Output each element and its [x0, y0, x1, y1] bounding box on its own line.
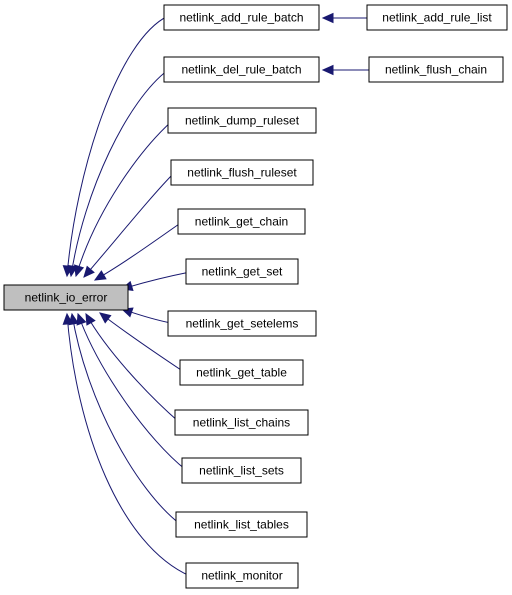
node-get-setelems[interactable]: netlink_get_setelems [167, 310, 317, 337]
node-label: netlink_get_table [196, 366, 287, 380]
node-box [185, 258, 299, 285]
node-label: netlink_add_rule_batch [179, 11, 303, 25]
edge-line [71, 313, 181, 525]
node-list-tables[interactable]: netlink_list_tables [175, 511, 308, 538]
node-label: netlink_del_rule_batch [181, 63, 301, 77]
edge-get_set-to-io_error [120, 271, 191, 291]
edge-line [66, 313, 191, 577]
node-list-sets[interactable]: netlink_list_sets [181, 457, 302, 484]
edge-line [75, 120, 173, 277]
edge-get_table-to-io_error [99, 312, 185, 373]
node-io-error[interactable]: netlink_io_error [3, 284, 129, 311]
node-get-set[interactable]: netlink_get_set [185, 258, 299, 285]
node-label: netlink_monitor [201, 569, 282, 583]
node-monitor[interactable]: netlink_monitor [185, 562, 299, 589]
node-list-chains[interactable]: netlink_list_chains [174, 409, 309, 436]
node-label: netlink_flush_chain [385, 63, 487, 77]
edge-monitor-to-io_error [62, 312, 191, 577]
arrowhead [76, 312, 87, 326]
node-label: netlink_get_setelems [186, 317, 299, 331]
arrowhead [85, 312, 96, 326]
node-box [170, 159, 314, 186]
arrowhead [73, 264, 85, 278]
node-flush-ruleset[interactable]: netlink_flush_ruleset [170, 159, 314, 186]
node-get-chain[interactable]: netlink_get_chain [177, 208, 306, 235]
node-box [167, 107, 317, 134]
edge-list_sets-to-io_error [76, 312, 187, 471]
node-add-rule-batch[interactable]: netlink_add_rule_batch [163, 4, 320, 31]
edge-line [83, 171, 176, 278]
edge-line [77, 313, 187, 471]
arrowhead [83, 265, 95, 278]
edge-get_setelems-to-io_error [120, 307, 172, 324]
arrowhead [93, 270, 107, 281]
edge-line [99, 312, 185, 373]
arrowhead [62, 312, 74, 325]
edge-flush_ruleset-to-io_error [83, 171, 176, 278]
edge-layer [62, 12, 369, 577]
node-get-table[interactable]: netlink_get_table [179, 359, 304, 386]
node-label: netlink_list_sets [199, 464, 284, 478]
node-label: netlink_dump_ruleset [185, 114, 300, 128]
node-box [163, 4, 320, 31]
node-label: netlink_flush_ruleset [187, 166, 297, 180]
arrowhead [99, 312, 112, 324]
node-box [175, 511, 308, 538]
arrowhead [321, 64, 334, 76]
node-box [181, 457, 302, 484]
node-label: netlink_list_tables [194, 518, 289, 532]
node-box [177, 208, 306, 235]
node-label: netlink_get_chain [195, 215, 288, 229]
node-box [368, 56, 504, 83]
edge-dump_ruleset-to-io_error [73, 120, 173, 278]
node-add-rule-list[interactable]: netlink_add_rule_list [366, 4, 508, 31]
node-box [163, 56, 320, 83]
node-dump-ruleset[interactable]: netlink_dump_ruleset [167, 107, 317, 134]
edge-line [94, 221, 183, 281]
edge-get_chain-to-io_error [93, 221, 183, 281]
edge-line [70, 69, 169, 277]
edge-line [85, 313, 180, 423]
node-label: netlink_io_error [25, 291, 108, 305]
edge-del_rule_batch-to-io_error [67, 69, 169, 278]
node-box [174, 409, 309, 436]
node-box [185, 562, 299, 589]
arrowhead [321, 12, 334, 24]
node-label: netlink_get_set [202, 265, 283, 279]
node-box [3, 284, 129, 311]
node-flush-chain[interactable]: netlink_flush_chain [368, 56, 504, 83]
node-label: netlink_list_chains [193, 416, 290, 430]
node-box [167, 310, 317, 337]
node-box [366, 4, 508, 31]
edge-line [66, 15, 169, 277]
node-del-rule-batch[interactable]: netlink_del_rule_batch [163, 56, 320, 83]
edge-list_chains-to-io_error [85, 312, 180, 423]
node-box [179, 359, 304, 386]
edge-list_tables-to-io_error [68, 312, 181, 525]
node-label: netlink_add_rule_list [382, 11, 492, 25]
edge-flush_chain-to-del_rule_batch [321, 64, 369, 76]
edge-add_rule_list-to-add_rule_batch [321, 12, 367, 24]
